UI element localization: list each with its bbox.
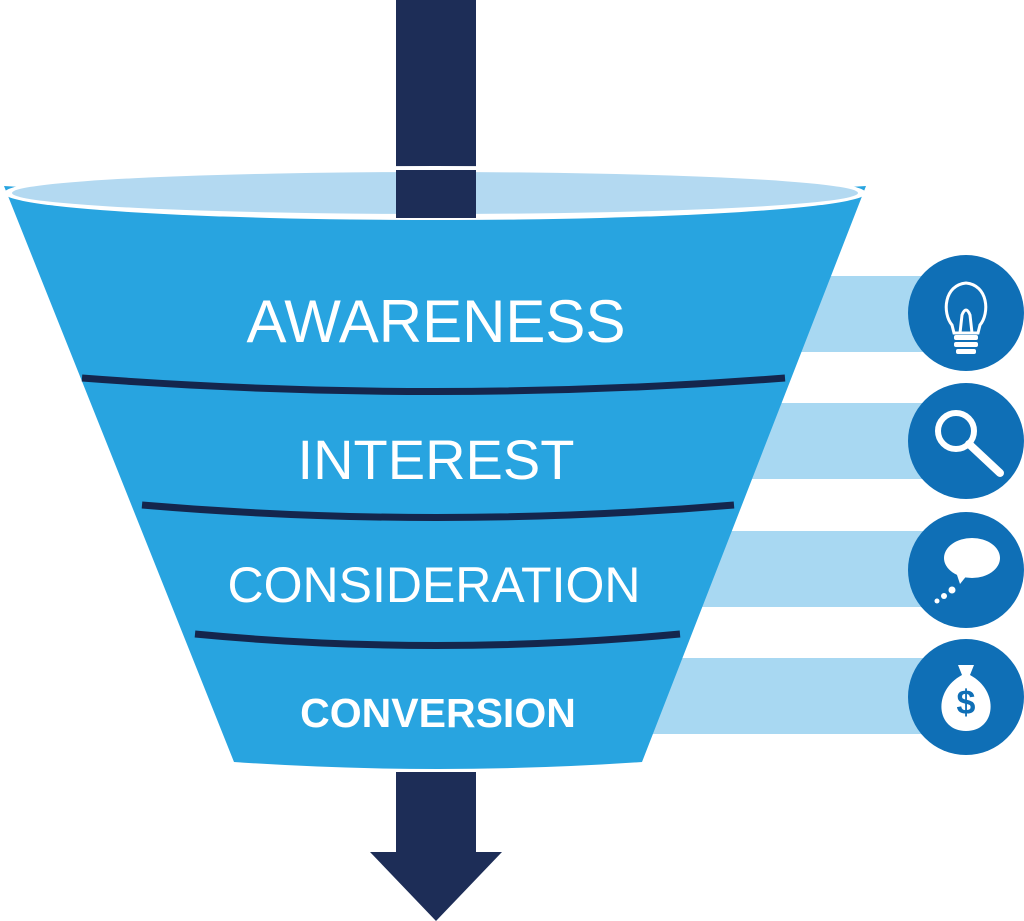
stage-dividers	[81, 374, 786, 649]
arrow-shaft-bottom	[396, 772, 476, 862]
stage-label-consideration: CONSIDERATION	[228, 557, 641, 613]
funnel-body	[4, 186, 866, 769]
money-bag-icon: $	[908, 639, 1024, 755]
arrow-head	[370, 852, 502, 921]
divider-2	[141, 501, 735, 521]
svg-text:$: $	[957, 684, 976, 722]
stage-label-conversion: CONVERSION	[300, 690, 576, 736]
arrow-down	[370, 772, 502, 921]
thought-bubble-icon	[908, 512, 1024, 628]
stage-label-interest: INTEREST	[298, 428, 575, 491]
stage-labels: AWARENESS INTEREST CONSIDERATION CONVERS…	[228, 288, 641, 736]
divider-1	[81, 374, 786, 395]
arrow-shaft-inside	[396, 170, 476, 218]
magnifier-icon	[908, 383, 1024, 499]
divider-3	[194, 630, 681, 649]
stage-label-awareness: AWARENESS	[247, 288, 626, 355]
lightbulb-icon	[908, 255, 1024, 371]
stage-icons: $	[908, 255, 1024, 755]
